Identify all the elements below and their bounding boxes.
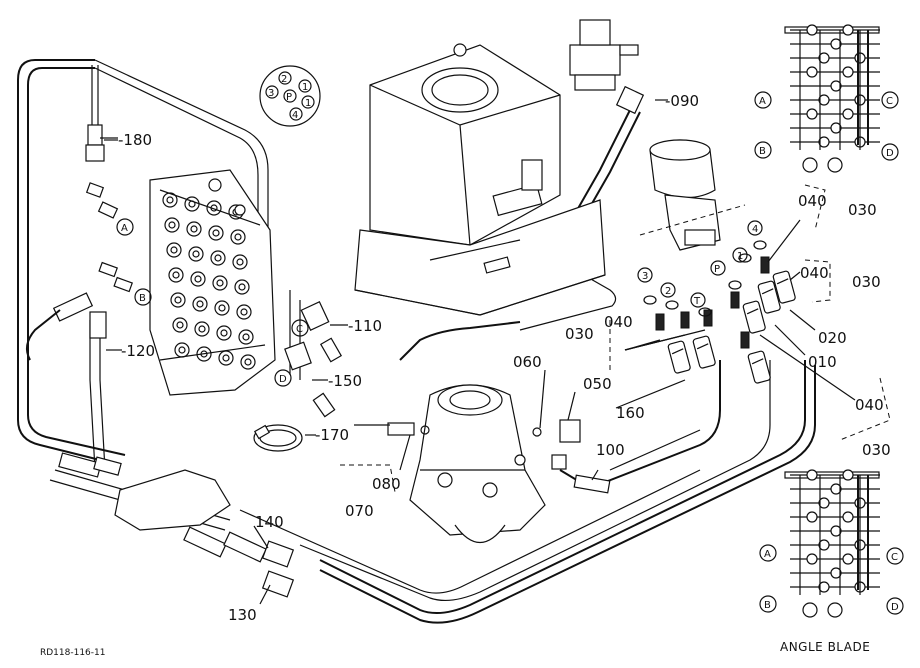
label-020: 020: [818, 329, 847, 347]
port-position-legend: 2 1 3 P 1 4: [259, 65, 321, 127]
label-120: -120: [121, 342, 155, 360]
valve-fittings: [85, 182, 133, 293]
couplers-right: [643, 240, 796, 384]
pilot-port-t: T: [693, 296, 701, 307]
label-150: -150: [328, 372, 362, 390]
angle-blade-caption: ANGLE BLADE: [780, 640, 870, 654]
control-valve: [149, 169, 276, 396]
figure-code: RD118-116-11: [40, 648, 106, 658]
pilot-port-p: P: [714, 264, 720, 275]
label-040-a: 040: [798, 192, 827, 210]
port-c-label: C: [296, 324, 303, 335]
legend-port-4: 4: [292, 110, 298, 121]
label-110: -110: [348, 317, 382, 335]
leader-lines: [100, 137, 891, 605]
label-080: 080: [372, 475, 401, 493]
label-030-b: 030: [852, 273, 881, 291]
hose-180: [85, 65, 118, 162]
schem-bot-d: D: [891, 602, 899, 613]
legend-port-p: P: [286, 92, 292, 103]
label-050: 050: [583, 375, 612, 393]
pilot-port-1: 1: [737, 251, 743, 262]
legend-port-3: 3: [268, 88, 274, 99]
schem-bot-a: A: [764, 549, 771, 560]
schem-top-a: A: [759, 96, 766, 107]
label-140: 140: [255, 513, 284, 531]
schem-top-c: C: [886, 96, 893, 107]
schematic-bottom: [784, 469, 880, 618]
label-180: -180: [118, 131, 152, 149]
schematic-top: [784, 24, 880, 173]
lower-valve-assembly: [58, 452, 295, 598]
legend-port-2: 2: [281, 74, 287, 85]
legend-port-1b: 1: [305, 98, 311, 109]
pilot-port-4: 4: [752, 224, 758, 235]
label-030-d: 030: [862, 441, 891, 459]
hose-110: [300, 301, 348, 363]
hose-150: [284, 341, 336, 418]
legend-port-1a: 1: [302, 82, 308, 93]
pump-070: [409, 384, 546, 543]
label-030-a: 030: [848, 201, 877, 219]
tank-frame: [354, 43, 606, 316]
label-090: -090: [665, 92, 699, 110]
label-160: 160: [616, 404, 645, 422]
schem-top-d: D: [886, 148, 894, 159]
label-130: 130: [228, 606, 257, 624]
label-100: 100: [596, 441, 625, 459]
label-040-b: 040: [800, 264, 829, 282]
label-070: 070: [345, 502, 374, 520]
port-d-label: D: [279, 374, 287, 385]
schem-bot-b: B: [764, 600, 771, 611]
label-030-c: 030: [565, 325, 594, 343]
pilot-block-090: [569, 19, 668, 115]
pilot-port-2: 2: [665, 286, 671, 297]
label-040-d: 040: [855, 396, 884, 414]
schem-bot-c: C: [891, 552, 898, 563]
port-a-label: A: [121, 223, 128, 234]
clamp-170: [253, 424, 316, 452]
pilot-valve: [649, 139, 721, 251]
label-040-c: 040: [604, 313, 633, 331]
port-b-label: B: [139, 293, 146, 304]
pilot-port-3: 3: [642, 271, 648, 282]
label-170: -170: [315, 426, 349, 444]
label-010: 010: [808, 353, 837, 371]
label-060: 060: [513, 353, 542, 371]
port-callouts: A B C D 3 2 T P 1 4 A B C D A B C D: [116, 91, 904, 615]
hose-120: [25, 292, 122, 361]
part-number-labels: -090 -180 -120 -110 -150 -170 080 070 06…: [118, 92, 891, 624]
schem-top-b: B: [759, 146, 766, 157]
